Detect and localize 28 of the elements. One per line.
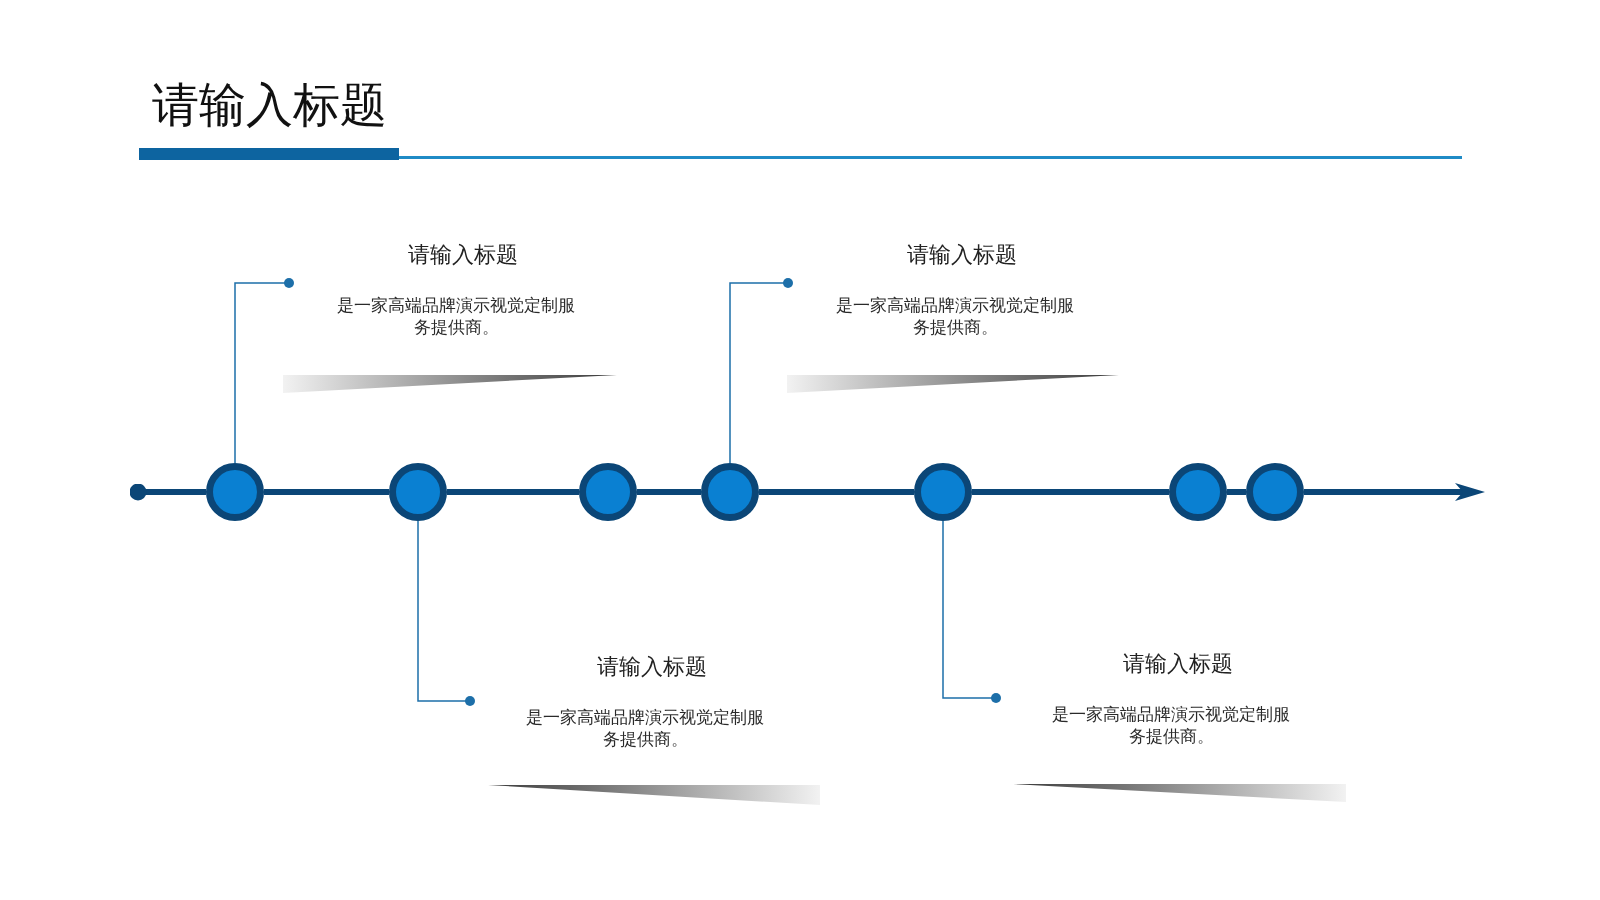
timeline-circle bbox=[1169, 463, 1227, 521]
card-title: 请输入标题 bbox=[597, 653, 707, 681]
timeline-line bbox=[1227, 489, 1246, 495]
card-description: 是一家高端品牌演示视觉定制服务提供商。 bbox=[525, 706, 765, 750]
timeline-line bbox=[264, 489, 389, 495]
leader-line bbox=[417, 520, 475, 706]
timeline-line bbox=[1304, 483, 1485, 501]
timeline-line bbox=[637, 489, 701, 495]
card-title: 请输入标题 bbox=[907, 241, 1017, 269]
leader-line bbox=[942, 520, 1001, 703]
timeline-circle bbox=[389, 463, 447, 521]
leader-line bbox=[729, 278, 793, 464]
leader-line bbox=[234, 278, 294, 464]
timeline-circle bbox=[206, 463, 264, 521]
card-description: 是一家高端品牌演示视觉定制服务提供商。 bbox=[835, 294, 1075, 338]
timeline-line bbox=[759, 489, 914, 495]
card-title: 请输入标题 bbox=[408, 241, 518, 269]
timeline-circle bbox=[701, 463, 759, 521]
card-description: 是一家高端品牌演示视觉定制服务提供商。 bbox=[336, 294, 576, 338]
card-title: 请输入标题 bbox=[1123, 650, 1233, 678]
card-description: 是一家高端品牌演示视觉定制服务提供商。 bbox=[1051, 703, 1291, 747]
page-title: 请输入标题 bbox=[152, 76, 387, 134]
timeline-line bbox=[129, 483, 206, 501]
timeline-circle bbox=[914, 463, 972, 521]
timeline-circle bbox=[1246, 463, 1304, 521]
timeline-line bbox=[972, 489, 1169, 495]
timeline-line bbox=[447, 489, 579, 495]
timeline-circle bbox=[579, 463, 637, 521]
